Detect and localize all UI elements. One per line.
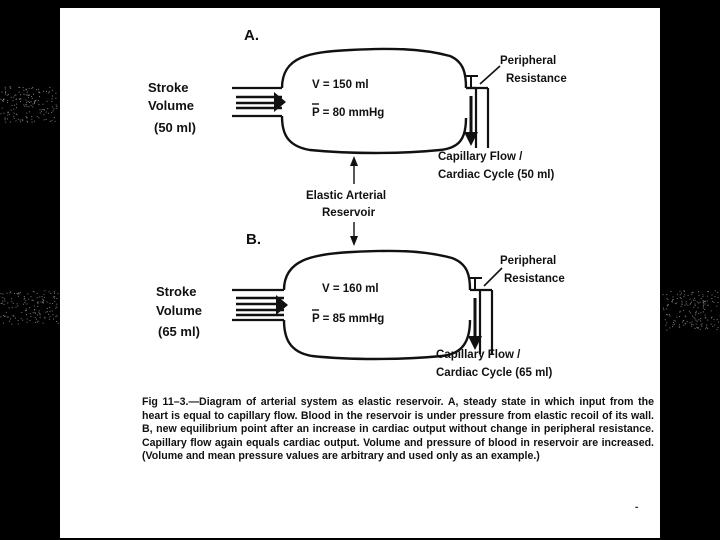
panel-a-inflow-pipe	[232, 86, 282, 118]
panel-b-tag: B.	[246, 231, 261, 248]
scan-noise-right	[662, 290, 720, 331]
elastic-reservoir-pointer-down	[350, 222, 358, 246]
panel-a-inflow-arrows	[236, 92, 286, 112]
panel-a-resistance-label-1: Peripheral	[500, 55, 556, 67]
panel-b-stroke-label-1: Stroke	[156, 284, 196, 299]
panel-b-reservoir	[282, 249, 472, 361]
panel-a-capillary-arrow	[464, 96, 478, 146]
page-mark: -	[635, 502, 639, 513]
figure-label: Fig 11–3.—	[142, 396, 200, 408]
panel-a-tag: A.	[244, 27, 259, 44]
panel-a-resistance-valve	[465, 75, 478, 88]
panel-a-stroke-label-1: Stroke	[148, 80, 188, 95]
figure-caption: Fig 11–3.—Diagram of arterial system as …	[142, 396, 654, 464]
elastic-reservoir-label-1: Elastic Arterial	[306, 190, 386, 202]
panel-b-resistance-valve	[468, 277, 482, 290]
panel-a-outflow-pipe	[466, 86, 490, 148]
panel-b-stroke-label-2: Volume	[156, 303, 202, 318]
panel-a-stroke-label-2: Volume	[148, 98, 194, 113]
panel-b-inflow-pipe	[232, 288, 284, 322]
scanned-page: A. Stroke Volume (50 ml)	[60, 8, 660, 538]
panel-b-resistance-label-2: Resistance	[504, 273, 565, 285]
panel-b-flow-label-1: Capillary Flow /	[436, 349, 521, 361]
panel-b-outflow-pipe	[470, 288, 494, 354]
panel-b-pressure: P = 85 mmHg	[312, 313, 384, 325]
panel-a-reservoir	[280, 47, 468, 155]
elastic-reservoir-label-2: Reservoir	[322, 207, 376, 219]
panel-b-inflow-arrows	[236, 295, 288, 317]
panel-a-pressure: P = 80 mmHg	[312, 107, 384, 119]
panel-b-volume: V = 160 ml	[322, 283, 379, 295]
panel-a-volume: V = 150 ml	[312, 79, 369, 91]
elastic-reservoir-diagram: A. Stroke Volume (50 ml)	[148, 27, 567, 379]
elastic-reservoir-pointer-up	[350, 156, 358, 184]
panel-b-stroke-label-3: (65 ml)	[158, 324, 200, 339]
panel-b-resistance-label-1: Peripheral	[500, 255, 556, 267]
panel-a-resistance-pointer	[479, 65, 501, 85]
panel-a-flow-label-2: Cardiac Cycle (50 ml)	[438, 169, 555, 181]
caption-text: Diagram of arterial system as elastic re…	[142, 396, 654, 463]
scan-noise-left	[0, 86, 59, 325]
panel-a-resistance-label-2: Resistance	[506, 73, 567, 85]
panel-b-resistance-pointer	[483, 267, 503, 287]
panel-a-stroke-label-3: (50 ml)	[154, 120, 196, 135]
panel-a-flow-label-1: Capillary Flow /	[438, 151, 523, 163]
panel-b-flow-label-2: Cardiac Cycle (65 ml)	[436, 367, 553, 379]
panel-b-capillary-arrow	[468, 298, 482, 350]
